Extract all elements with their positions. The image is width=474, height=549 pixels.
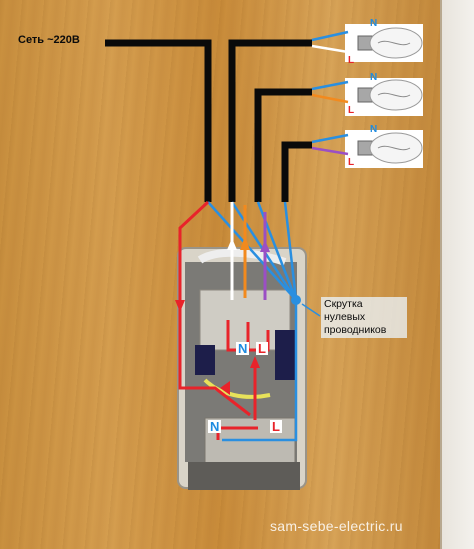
bulb-2-phase-tag: L xyxy=(348,105,355,116)
phase-arrows xyxy=(175,300,260,395)
lamp-return-wires xyxy=(230,202,267,300)
socket-neutral-tag: N xyxy=(208,419,222,434)
socket-phase-tag: L xyxy=(270,419,282,434)
bulb-1-phase-tag: L xyxy=(348,55,355,66)
main-cable xyxy=(105,39,312,202)
lamp-leads xyxy=(311,30,349,156)
network-label: Сеть ~220В xyxy=(18,34,80,46)
lamp-return-arrows xyxy=(227,236,270,252)
bulb-3-neutral-tag: N xyxy=(370,124,378,135)
twist-point xyxy=(291,295,321,317)
light-bulbs xyxy=(357,27,423,164)
bulb-3-phase-tag: L xyxy=(348,157,355,168)
watermark: sam-sebe-electric.ru xyxy=(270,518,403,534)
twist-label: Скрутка нулевых проводников xyxy=(321,297,407,338)
bulb-2-neutral-tag: N xyxy=(370,72,378,83)
switch-phase-tag: L xyxy=(256,341,268,356)
switch-neutral-tag: N xyxy=(236,341,250,356)
bulb-1-neutral-tag: N xyxy=(370,18,378,29)
wall-edge xyxy=(440,0,474,549)
